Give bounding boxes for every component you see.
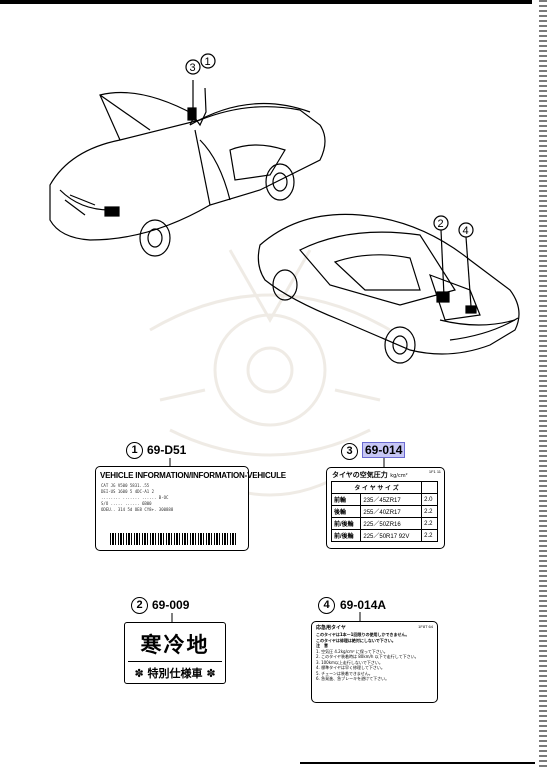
part-number-69-014A: 69-014A: [340, 598, 387, 612]
tire-size: 225／50R17 92V: [360, 529, 423, 542]
tire-label-header: タイヤの空気圧力: [332, 471, 388, 479]
tire-pos: 後輪: [330, 505, 362, 518]
table-row: 前/後輪 225／50ZR16 2.2: [330, 517, 438, 530]
spare-line: 1. 空気圧 4.2kg/cm² に保って下さい。: [316, 648, 388, 654]
callout-3-front: 3: [190, 62, 196, 74]
part-number-69-D51: 69-D51: [147, 443, 187, 457]
tire-pressure: 2.2: [421, 517, 438, 530]
spare-label-body: このタイヤは1本ー1回限りの使用しかできません。 このタイヤは修理は絶対にしない…: [316, 632, 433, 682]
callout-1-circle: 1: [126, 442, 143, 459]
samurai-watermark: [149, 249, 391, 497]
front-callouts: [185, 53, 216, 75]
rear-callouts: [433, 215, 474, 238]
tire-size: 235／45ZR17: [360, 493, 423, 506]
tire-label-code: 1F1 11: [428, 469, 441, 474]
table-row: 前/後輪 225／50R17 92V 2.2: [330, 529, 438, 542]
tire-size: 225／50ZR16: [360, 517, 423, 530]
spare-line: 6. 急発進、急ブレーキを避けて下さい。: [316, 676, 390, 681]
tire-pressure-table: タ イ ヤ サ イ ズ 前輪 235／45ZR17 2.0 後輪 255／40Z…: [330, 481, 438, 542]
vin-barcode: [110, 533, 238, 545]
callout-1-front: 1: [205, 56, 211, 68]
tire-label-unit: kg/cm²: [390, 473, 408, 479]
part-number-69-014-wrap: 69-014: [362, 442, 406, 458]
callout-3-circle: 3: [341, 443, 358, 460]
tire-pressure: 2.2: [421, 529, 438, 542]
tire-pos: 前/後輪: [330, 529, 362, 542]
tire-size: 255／40ZR17: [360, 505, 423, 518]
tire-pressure-label: タイヤの空気圧力 kg/cm² 1F1 11 タ イ ヤ サ イ ズ 前輪 23…: [326, 467, 445, 549]
tire-label-heading: タイヤの空気圧力 kg/cm²: [332, 470, 408, 480]
vin-row: ........ ....... ...... B-OC: [101, 495, 169, 500]
callout-2-circle: 2: [131, 597, 148, 614]
cold-label-main: 寒冷地: [140, 633, 210, 657]
spare-line: 4. 標準タイヤは早く修理して下さい。: [316, 665, 385, 670]
callout-4-circle: 4: [318, 597, 335, 614]
callout-4-rear: 4: [463, 225, 469, 237]
bottom-rule: [300, 762, 535, 764]
spare-tire-label: 応急用タイヤ 1F8T 64 このタイヤは1本ー1回限りの使用しかできません。 …: [311, 621, 438, 703]
tire-pressure: 2.2: [421, 505, 438, 518]
table-row: 前輪 235／45ZR17 2.0: [330, 493, 438, 506]
vin-row: ODEU.. 314 5d OE8 CY8+. 300888: [101, 507, 174, 512]
vin-row: DEI-US 1600 5 4DC-A1 2: [101, 489, 154, 494]
binding-edge: [539, 0, 547, 768]
vin-row: CAT JG V500 5831..55: [101, 483, 150, 488]
callout-2-rear: 2: [438, 218, 444, 230]
car-front-view: [49, 80, 326, 257]
tire-pos: 前/後輪: [330, 517, 362, 530]
top-border: [0, 0, 532, 4]
spare-line: 2. このタイヤ装着時は 80km/h 以下で走行して下さい。: [316, 654, 419, 659]
spare-line: 5. チェーンは装着できません。: [316, 670, 373, 676]
table-row: タ イ ヤ サ イ ズ: [330, 481, 438, 494]
vehicle-information-label: VEHICLE INFORMATION/INFORMATION-VEHICULE…: [95, 466, 286, 551]
table-row: 後輪 255／40ZR17 2.2: [330, 505, 438, 518]
spare-label-title: 応急用タイヤ: [316, 625, 346, 631]
spare-line: 注 意: [316, 643, 328, 648]
vin-row: S/O ..... ...... 6B00: [101, 501, 152, 506]
part-number-69-014: 69-014: [362, 442, 406, 458]
part-number-69-009: 69-009: [152, 598, 190, 612]
spare-line: このタイヤは1本ー1回限りの使用しかできません。: [316, 632, 410, 637]
cold-climate-label: 寒冷地 ✽ 特別仕様車 ✽: [124, 622, 226, 684]
vin-label-title: VEHICLE INFORMATION/INFORMATION-VEHICULE: [100, 471, 286, 480]
tire-pos: 前輪: [330, 493, 362, 506]
tire-size-header: タ イ ヤ サ イ ズ: [330, 481, 423, 494]
car-rear-view: [257, 213, 520, 364]
tire-pressure: 2.0: [421, 493, 438, 506]
cold-label-sub: ✽ 特別仕様車 ✽: [134, 667, 216, 680]
spare-label-code: 1F8T 64: [418, 624, 433, 629]
spare-line: このタイヤは修理は絶対にしないで下さい。: [316, 637, 396, 643]
spare-line: 3. 100km以上走行しないで下さい。: [316, 659, 383, 665]
vin-label-rows: CAT JG V500 5831..55 DEI-US 1600 5 4DC-A…: [101, 483, 173, 513]
cold-label-divider: [128, 661, 222, 662]
empty-cell: [421, 481, 438, 494]
